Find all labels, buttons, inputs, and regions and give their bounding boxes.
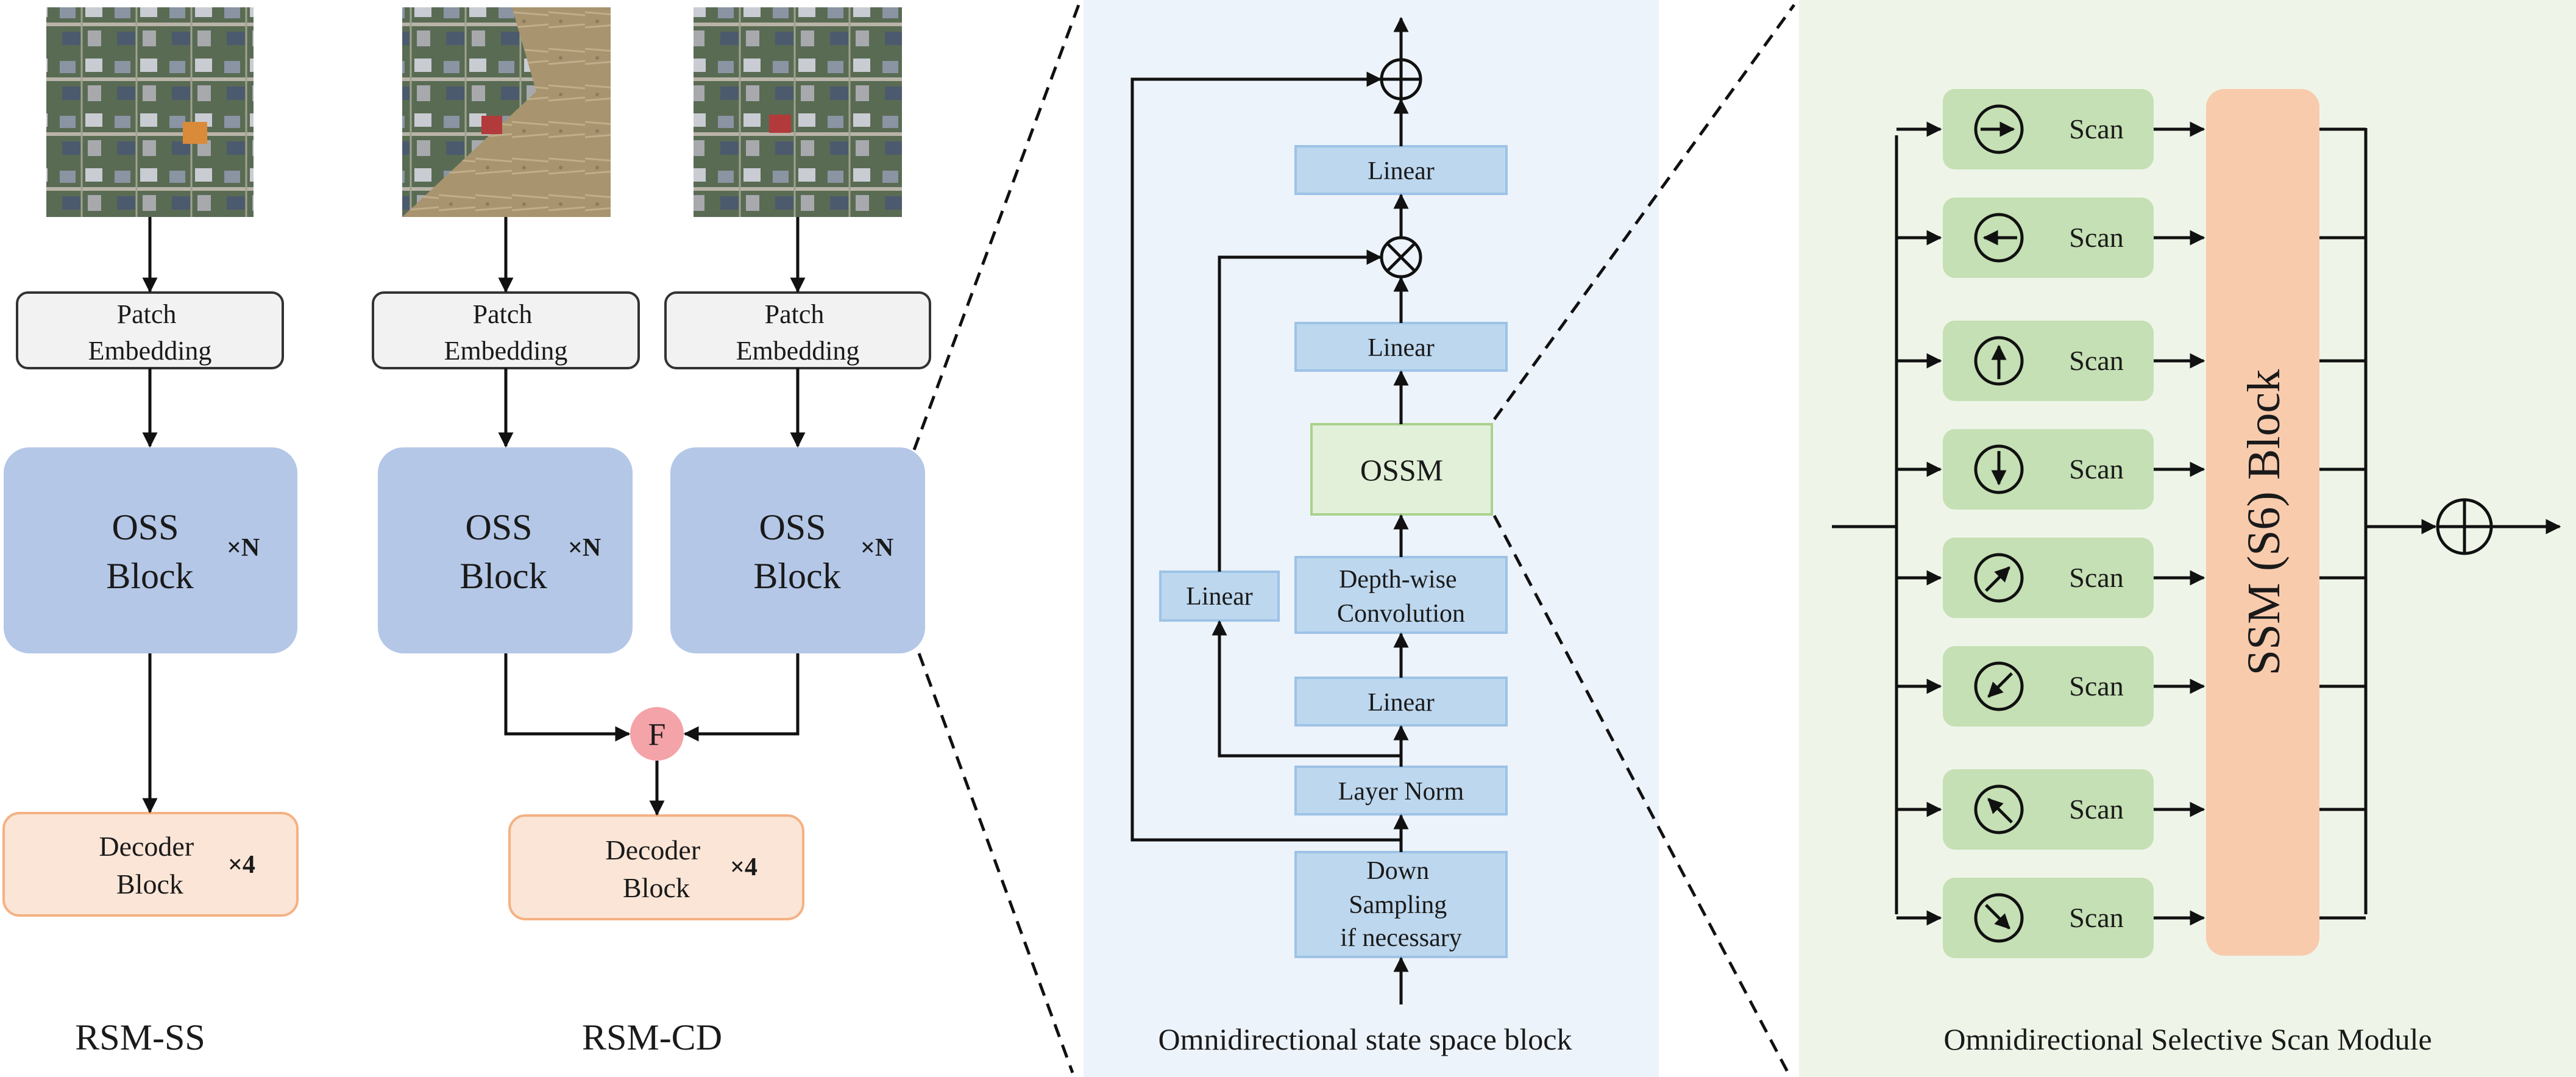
zoom-line-top-left [912, 4, 1080, 450]
scan-direction-down-right-icon [1974, 893, 2024, 943]
arrow-ossb-gate-to-multiply [1218, 249, 1382, 572]
scan-row-left: Scan [1897, 197, 2366, 278]
scan-block-right [1943, 89, 2154, 169]
zoom-line-top-right [1492, 4, 1796, 421]
arrow-cd-t2-oss-to-fusion [683, 653, 800, 742]
decoder-block-cd-repeat: ×4 [730, 853, 758, 881]
scan-direction-left-icon [1974, 213, 2024, 263]
oss-block-cd-t1-repeat: ×N [568, 534, 601, 562]
scan-row-down-left: Scan [1897, 646, 2366, 727]
decoder-block-ss-label: Decoder Block [99, 831, 200, 900]
linear-top-label: Linear [1368, 157, 1435, 185]
arrow-ossb-residual [1130, 71, 1401, 842]
add-icon-top [1380, 58, 1422, 101]
caption-ossb: Omnidirectional state space block [1158, 1022, 1572, 1056]
scan-block-up-right [1943, 538, 2154, 618]
scan-direction-down-right-arrow [1985, 904, 2010, 929]
input-image-ss [46, 7, 254, 217]
scan-label-down-right: Scan [2069, 902, 2123, 933]
scan-label-down-left: Scan [2069, 670, 2123, 702]
zoom-line-bottom-right [1492, 514, 1790, 1074]
decoder-block-cd [508, 814, 804, 920]
oss-block-ss-repeat: ×N [227, 534, 260, 562]
oss-block-ss [4, 447, 297, 653]
decoder-block-ss-repeat: ×4 [228, 851, 255, 879]
caption-rsm-ss: RSM-SS [75, 1017, 205, 1057]
scan-direction-up-left-icon [1974, 784, 2024, 834]
input-image-cd-t1 [402, 7, 611, 217]
scan-block-down-left [1943, 646, 2154, 727]
oss-block-cd-t1 [378, 447, 633, 653]
down-sampling-label: Down Sampling if necessary [1340, 857, 1461, 952]
scan-row-up-right: Scan [1897, 538, 2366, 618]
scan-direction-up-left-arrow [1987, 798, 2013, 823]
oss-block-ss-label: OSS Block [106, 507, 193, 596]
ossm-block [1310, 423, 1493, 516]
layer-norm-block [1294, 766, 1508, 816]
scan-row-right: Scan [1897, 89, 2366, 169]
oss-block-cd-t1-label: OSS Block [459, 507, 547, 596]
arrow-cd-t1-oss-to-fusion [504, 653, 631, 742]
input-image-cd-t2 [694, 7, 902, 217]
linear-mid [1294, 677, 1508, 727]
oss-block-cd-t2 [670, 447, 925, 653]
scan-label-up-right: Scan [2069, 562, 2123, 593]
scan-row-up-left: Scan [1897, 769, 2366, 850]
linear-side-label: Linear [1186, 583, 1253, 611]
scan-label-right: Scan [2069, 113, 2123, 144]
patch-embedding-cd-t2-label: Patch Embedding [736, 299, 860, 366]
zoom-line-bottom-left [917, 653, 1074, 1073]
patch-embedding-ss-label: Patch Embedding [88, 299, 212, 366]
decoder-block-cd-label: Decoder Block [605, 834, 707, 903]
osm-panel [1799, 0, 2576, 1077]
add-icon-osm [2436, 498, 2493, 555]
scan-label-up-left: Scan [2069, 794, 2123, 825]
linear-top [1294, 145, 1508, 195]
scan-row-down-right: Scan [1897, 878, 2366, 958]
layer-norm-label: Layer Norm [1338, 778, 1464, 806]
caption-osm: Omnidirectional Selective Scan Module [1943, 1022, 2432, 1056]
scan-direction-up-right-arrow [1985, 566, 2010, 592]
depthwise-conv-label: Depth-wise Convolution [1337, 566, 1465, 628]
linear-gate-out-label: Linear [1368, 334, 1435, 362]
ossm-block-label: OSSM [1360, 453, 1443, 487]
scan-label-left: Scan [2069, 222, 2123, 253]
scan-row-up: Scan [1897, 321, 2366, 401]
ssm-s6-label: SSM (S6) Block [2238, 369, 2290, 676]
linear-mid-label: Linear [1368, 689, 1435, 717]
scan-block-left [1943, 197, 2154, 278]
arrow-ossb-gate-branch [1212, 620, 1401, 758]
fusion-node [630, 707, 684, 761]
oss-block-cd-t2-label: OSS Block [753, 507, 840, 596]
fusion-label: F [648, 717, 666, 752]
scan-block-up-left [1943, 769, 2154, 850]
scan-direction-up-right-icon [1974, 553, 2024, 603]
ssm-s6-block [2206, 89, 2319, 956]
scan-block-up [1943, 321, 2154, 401]
scan-direction-down-icon [1974, 444, 2024, 494]
scan-direction-down-left-arrow [1987, 672, 2013, 698]
scan-direction-right-icon [1974, 104, 2024, 154]
scan-direction-down-left-icon [1974, 661, 2024, 711]
scan-block-down [1943, 429, 2154, 510]
scan-block-down-right [1943, 878, 2154, 958]
scan-row-down: Scan [1897, 429, 2366, 510]
down-sampling-block [1294, 851, 1508, 958]
scan-label-up: Scan [2069, 345, 2123, 376]
oss-block-cd-t2-repeat: ×N [860, 534, 893, 562]
patch-embedding-cd-t1-label: Patch Embedding [444, 299, 568, 366]
scan-direction-up-icon [1974, 336, 2024, 386]
scan-label-down: Scan [2069, 453, 2123, 485]
caption-rsm-cd: RSM-CD [582, 1017, 722, 1057]
